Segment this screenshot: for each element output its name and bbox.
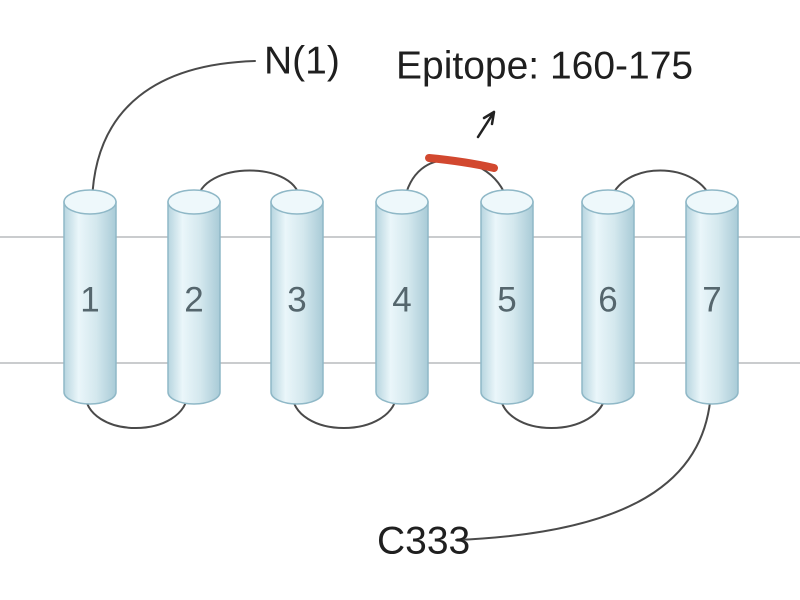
helix-6-label: 6 bbox=[598, 280, 617, 319]
transmembrane-helix-6: 6 bbox=[581, 189, 635, 405]
epitope-label: Epitope: 160-175 bbox=[396, 44, 693, 87]
helix-6-top-cap bbox=[581, 189, 635, 215]
transmembrane-helix-2: 2 bbox=[167, 189, 221, 405]
c-terminal-tail bbox=[455, 391, 712, 541]
helix-5-body bbox=[480, 201, 534, 405]
n-terminus-label: N(1) bbox=[264, 39, 340, 82]
transmembrane-helices: 1 2 3 4 5 6 7 bbox=[63, 189, 739, 405]
intracellular-loop-1-2 bbox=[84, 391, 189, 429]
helix-4-top-cap bbox=[375, 189, 429, 215]
helix-7-body bbox=[685, 201, 739, 405]
helix-2-body bbox=[167, 201, 221, 405]
extracellular-loop-6-7 bbox=[609, 169, 713, 203]
epitope-highlight bbox=[425, 154, 498, 172]
c-terminus-label: C333 bbox=[377, 519, 470, 562]
helix-1-top-cap bbox=[63, 189, 117, 215]
transmembrane-helix-5: 5 bbox=[480, 189, 534, 405]
helix-3-label: 3 bbox=[287, 280, 306, 319]
helix-3-body bbox=[270, 201, 324, 405]
epitope-arrow bbox=[476, 110, 496, 139]
helix-5-top-cap bbox=[480, 189, 534, 215]
helix-1-body bbox=[63, 201, 117, 405]
transmembrane-helix-7: 7 bbox=[685, 189, 739, 405]
helix-7-top-cap bbox=[685, 189, 739, 215]
helix-2-top-cap bbox=[167, 189, 221, 215]
helix-7-label: 7 bbox=[702, 280, 721, 319]
helix-6-body bbox=[581, 201, 635, 405]
n-terminal-tail bbox=[91, 60, 256, 203]
helix-4-label: 4 bbox=[392, 280, 411, 319]
intracellular-loop-5-6 bbox=[499, 391, 607, 429]
transmembrane-helix-3: 3 bbox=[270, 189, 324, 405]
helix-2-label: 2 bbox=[184, 280, 203, 319]
transmembrane-helix-1: 1 bbox=[63, 189, 117, 405]
helix-1-label: 1 bbox=[80, 280, 99, 319]
extracellular-loop-2-3 bbox=[196, 169, 301, 203]
transmembrane-helix-4: 4 bbox=[375, 189, 429, 405]
helix-5-label: 5 bbox=[497, 280, 516, 319]
helix-3-top-cap bbox=[270, 189, 324, 215]
intracellular-loop-3-4 bbox=[291, 391, 398, 429]
helix-4-body bbox=[375, 201, 429, 405]
